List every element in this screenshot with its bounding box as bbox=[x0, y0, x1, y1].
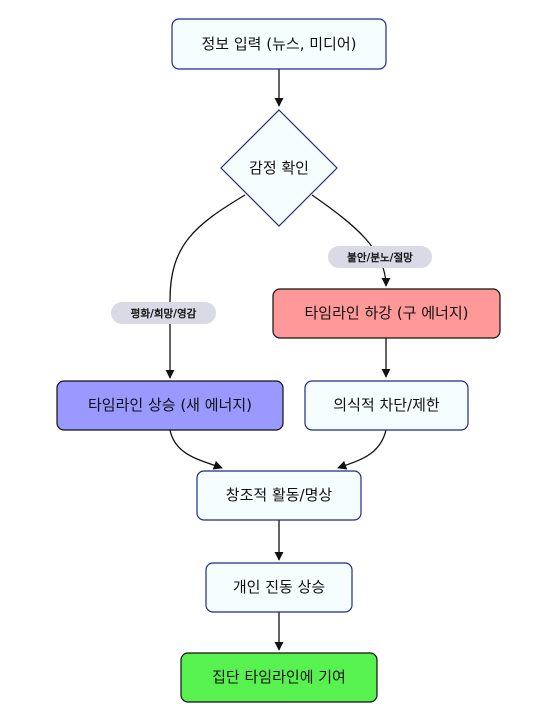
edge-check-to-rise bbox=[165, 194, 246, 379]
node-decline: 타임라인 하강 (구 에너지) bbox=[272, 288, 501, 339]
node-contribute: 집단 타임라인에 기여 bbox=[180, 652, 378, 703]
node-block-label: 의식적 차단/제한 bbox=[333, 396, 440, 414]
edge-rise-to-create bbox=[169, 429, 223, 470]
node-decline-label: 타임라인 하강 (구 에너지) bbox=[304, 304, 468, 322]
edge-check-to-decline bbox=[311, 194, 391, 287]
node-input-label: 정보 입력 (뉴스, 미디어) bbox=[202, 35, 357, 53]
edge-label-positive: 평화/희망/영감 bbox=[111, 302, 216, 324]
node-check-label: 감정 확인 bbox=[249, 159, 309, 177]
edge-label-positive-text: 평화/희망/영감 bbox=[131, 307, 197, 320]
edge-label-negative-text: 불안/분노/절망 bbox=[347, 251, 413, 264]
node-contribute-label: 집단 타임라인에 기여 bbox=[212, 668, 346, 686]
node-rise-label: 타임라인 상승 (새 에너지) bbox=[88, 396, 252, 414]
node-vibe-label: 개인 진동 상승 bbox=[233, 578, 325, 596]
node-input: 정보 입력 (뉴스, 미디어) bbox=[171, 18, 387, 70]
edges bbox=[165, 69, 391, 651]
node-check: 감정 확인 bbox=[220, 109, 338, 227]
edge-block-to-create bbox=[337, 429, 387, 470]
edge-label-negative: 불안/분노/절망 bbox=[328, 246, 432, 268]
node-rise: 타임라인 상승 (새 에너지) bbox=[56, 380, 284, 431]
node-create-label: 창조적 활동/명상 bbox=[226, 486, 333, 504]
node-block: 의식적 차단/제한 bbox=[304, 380, 469, 431]
node-create: 창조적 활동/명상 bbox=[196, 470, 362, 521]
node-vibe: 개인 진동 상승 bbox=[205, 562, 353, 613]
